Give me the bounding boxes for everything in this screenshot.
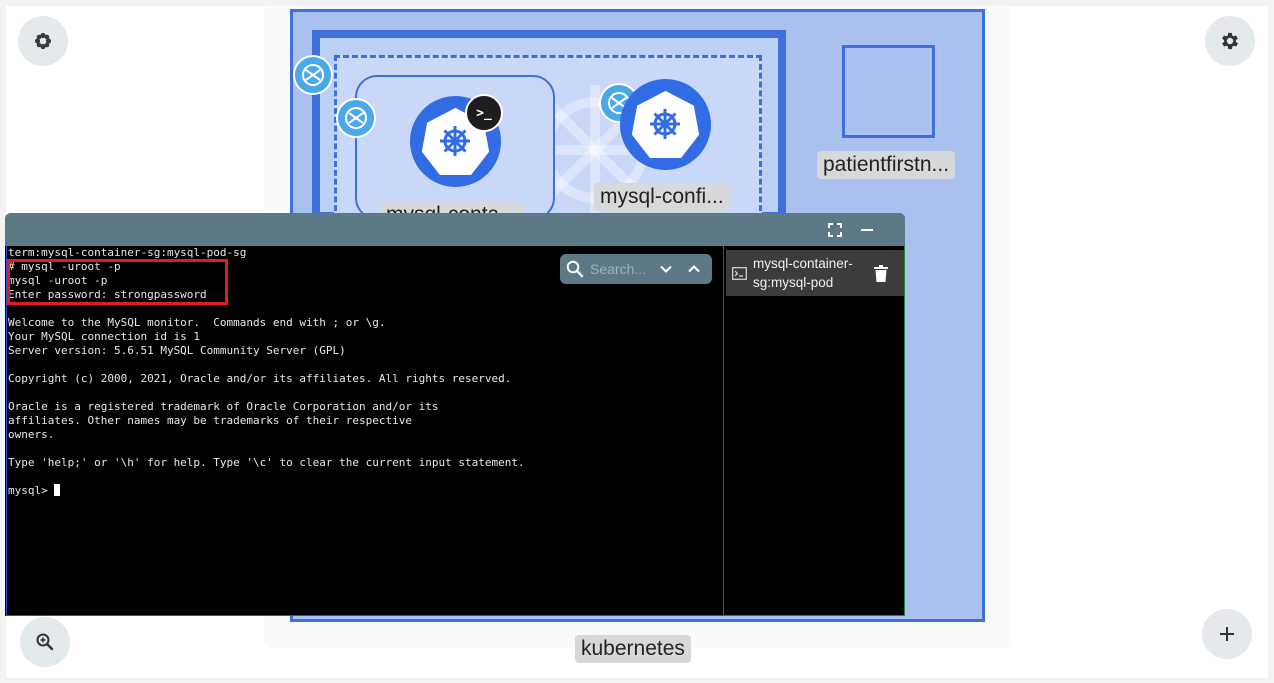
pv-node-label: patientfirstn... [817, 151, 956, 179]
terminal-line: Copyright (c) 2000, 2021, Oracle and/or … [8, 372, 512, 385]
terminal-line: affiliates. Other names may be trademark… [8, 414, 412, 427]
istio-badge-icon [293, 55, 333, 95]
layout-toggle-button[interactable] [18, 16, 68, 66]
search-next-button[interactable] [652, 256, 680, 282]
plus-icon [1220, 627, 1234, 641]
settings-button[interactable] [1205, 16, 1255, 66]
terminal-line: Welcome to the MySQL monitor. Commands e… [8, 316, 386, 329]
terminal-line [8, 358, 723, 372]
istio-badge-icon [336, 98, 376, 138]
terminal-line: Your MySQL connection id is 1 [8, 330, 201, 343]
terminal-line: mysql -uroot -p [8, 274, 108, 287]
terminal-line: # mysql -uroot -p [8, 260, 121, 273]
session-label: mysql-container-sg:mysql-pod [753, 256, 853, 290]
search-input[interactable] [590, 261, 652, 277]
terminal-line: Server version: 5.6.51 MySQL Community S… [8, 344, 346, 357]
add-button[interactable] [1202, 609, 1252, 659]
chevron-up-icon [688, 265, 700, 273]
delete-session-button[interactable] [871, 262, 891, 284]
terminal-line: owners. [8, 428, 55, 441]
flower-icon [34, 32, 52, 50]
minimize-icon [861, 229, 873, 231]
highlight-annotation [7, 259, 228, 305]
mysql-prompt: mysql> [8, 484, 55, 497]
terminal-line [8, 386, 723, 400]
terminal-line [8, 470, 723, 484]
terminal-titlebar[interactable] [5, 213, 905, 246]
terminal-search-bar[interactable] [560, 254, 712, 284]
minimize-button[interactable] [856, 219, 878, 241]
zoom-in-button[interactable] [20, 617, 70, 667]
persistent-volume-node[interactable] [842, 45, 935, 138]
terminal-prompt-line[interactable]: mysql> [8, 484, 723, 498]
chevron-down-icon [660, 265, 672, 273]
session-item[interactable]: mysql-container-sg:mysql-pod [726, 250, 904, 296]
terminal-line [8, 442, 723, 456]
trash-icon [874, 264, 888, 282]
fullscreen-icon [828, 223, 842, 237]
search-prev-button[interactable] [680, 256, 708, 282]
terminal-window[interactable]: term:mysql-container-sg:mysql-pod-sg# my… [5, 213, 905, 616]
terminal-output[interactable]: term:mysql-container-sg:mysql-pod-sg# my… [6, 246, 724, 616]
terminal-session-list: mysql-container-sg:mysql-pod [724, 246, 905, 616]
gear-icon [1222, 32, 1238, 50]
cluster-label: kubernetes [575, 635, 691, 663]
text-cursor [54, 484, 61, 496]
terminal-badge-icon[interactable]: >_ [465, 94, 503, 132]
maximize-button[interactable] [824, 219, 846, 241]
zoom-in-icon [36, 633, 54, 651]
terminal-title-line: term:mysql-container-sg:mysql-pod-sg [8, 246, 247, 259]
config-node[interactable] [620, 79, 711, 170]
terminal-icon [732, 266, 747, 280]
search-icon [566, 260, 584, 278]
terminal-line: Type 'help;' or '\h' for help. Type '\c'… [8, 456, 525, 469]
kubernetes-icon [631, 90, 700, 159]
terminal-line: Oracle is a registered trademark of Orac… [8, 400, 439, 413]
config-node-label: mysql-confi... [594, 183, 730, 211]
terminal-line: Enter password: strongpassword [8, 288, 207, 301]
